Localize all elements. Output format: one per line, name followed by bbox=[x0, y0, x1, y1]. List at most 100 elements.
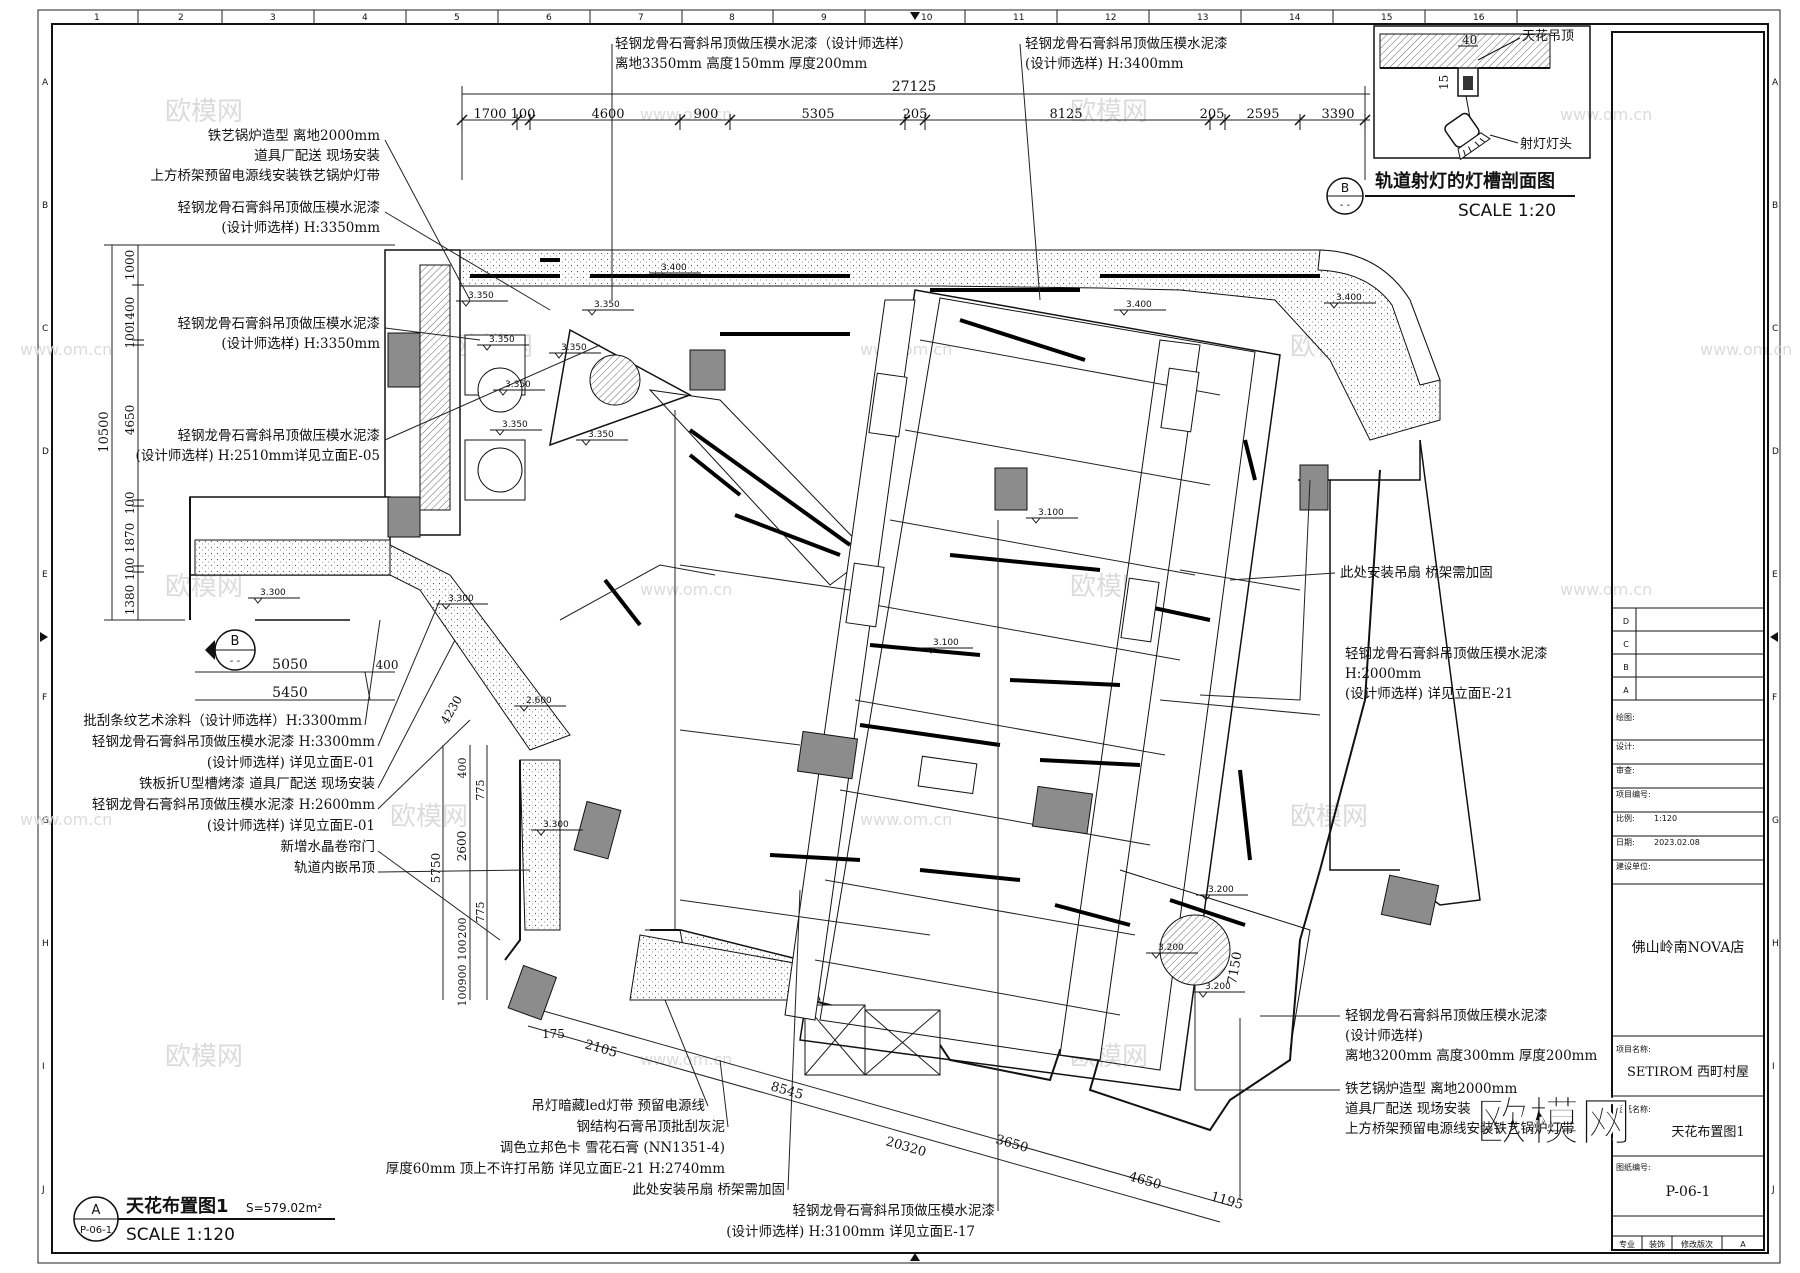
svg-text:10500: 10500 bbox=[97, 411, 112, 452]
svg-text:S=579.02m²: S=579.02m² bbox=[246, 1201, 322, 1215]
grid-letter: J bbox=[41, 1185, 45, 1195]
level-tag: 3.350 bbox=[582, 300, 634, 316]
svg-text:3.350: 3.350 bbox=[505, 380, 531, 390]
svg-text:C: C bbox=[1623, 640, 1629, 649]
svg-text:900: 900 bbox=[694, 107, 719, 122]
plan-outline bbox=[189, 249, 1481, 1132]
svg-text:205: 205 bbox=[903, 107, 928, 122]
grid-letter: F bbox=[1772, 693, 1777, 703]
svg-text:轻钢龙骨石膏斜吊顶做压模水泥漆: 轻钢龙骨石膏斜吊顶做压模水泥漆 bbox=[1025, 35, 1228, 52]
level-tag: 3.200 bbox=[1146, 943, 1198, 959]
svg-text:日期:: 日期: bbox=[1616, 838, 1635, 847]
svg-text:绘图:: 绘图: bbox=[1616, 712, 1635, 722]
svg-text:1000: 1000 bbox=[123, 250, 137, 281]
svg-text:27125: 27125 bbox=[892, 79, 937, 95]
svg-text:7150: 7150 bbox=[1225, 950, 1246, 985]
svg-text:40: 40 bbox=[1462, 33, 1477, 47]
svg-text:(设计师选样) H:3350mm: (设计师选样) H:3350mm bbox=[221, 336, 380, 352]
svg-text:天花吊顶: 天花吊顶 bbox=[1522, 28, 1574, 44]
svg-text:(设计师选样) 详见立面E-01: (设计师选样) 详见立面E-01 bbox=[207, 755, 375, 771]
svg-text:- -: - - bbox=[1340, 200, 1351, 211]
svg-text:400: 400 bbox=[456, 758, 469, 779]
svg-text:100: 100 bbox=[456, 940, 469, 961]
grid-letter: J bbox=[1771, 1185, 1775, 1195]
svg-text:5050: 5050 bbox=[272, 657, 308, 673]
svg-text:www.om.cn: www.om.cn bbox=[1560, 580, 1652, 599]
svg-text:200: 200 bbox=[456, 918, 469, 939]
svg-text:审查:: 审查: bbox=[1616, 765, 1635, 775]
grid-number: 5 bbox=[454, 13, 460, 23]
svg-text:吊灯暗藏led灯带 预留电源线: 吊灯暗藏led灯带 预留电源线 bbox=[531, 1098, 705, 1114]
svg-text:2600: 2600 bbox=[455, 831, 469, 862]
level-tag: 3.350 bbox=[576, 430, 628, 446]
svg-text:3.300: 3.300 bbox=[543, 820, 569, 830]
grid-number: 6 bbox=[546, 13, 552, 23]
level-tag: 3.200 bbox=[1193, 982, 1245, 998]
svg-text:3.350: 3.350 bbox=[502, 420, 528, 430]
grid-number: 2 bbox=[178, 13, 184, 23]
svg-text:1400: 1400 bbox=[123, 297, 137, 328]
svg-text:专业: 专业 bbox=[1619, 1239, 1635, 1249]
svg-text:P-06-1: P-06-1 bbox=[1666, 1184, 1711, 1200]
svg-text:100: 100 bbox=[456, 986, 469, 1007]
grid-letter: E bbox=[42, 570, 48, 580]
sheet-border bbox=[37, 9, 1781, 1264]
svg-text:轻钢龙骨石膏斜吊顶做压模水泥漆: 轻钢龙骨石膏斜吊顶做压模水泥漆 bbox=[178, 427, 381, 444]
svg-text:4650: 4650 bbox=[123, 405, 137, 436]
svg-text:轻钢龙骨石膏斜吊顶做压模水泥漆: 轻钢龙骨石膏斜吊顶做压模水泥漆 bbox=[178, 315, 381, 332]
grid-number: 13 bbox=[1197, 13, 1208, 23]
level-tag: 3.350 bbox=[477, 335, 529, 351]
svg-text:上方桥架预留电源线安装铁艺锅炉灯带: 上方桥架预留电源线安装铁艺锅炉灯带 bbox=[1345, 1121, 1575, 1137]
svg-text:新增水晶卷帘门: 新增水晶卷帘门 bbox=[281, 839, 376, 855]
svg-text:- -: - - bbox=[230, 656, 241, 667]
svg-text:欧模网: 欧模网 bbox=[165, 1042, 243, 1072]
svg-text:3.400: 3.400 bbox=[661, 263, 687, 273]
grid-number: 4 bbox=[362, 13, 368, 23]
svg-text:(设计师选样) H:3400mm: (设计师选样) H:3400mm bbox=[1025, 56, 1184, 72]
svg-text:3650: 3650 bbox=[994, 1132, 1030, 1156]
level-tag: 3.200 bbox=[1196, 885, 1248, 901]
svg-text:205: 205 bbox=[1200, 107, 1225, 122]
grid-number: 14 bbox=[1289, 13, 1301, 23]
level-tag: 3.400 bbox=[649, 263, 701, 279]
svg-text:775: 775 bbox=[474, 780, 487, 801]
svg-text:射灯灯头: 射灯灯头 bbox=[1520, 136, 1572, 152]
grid-number: 8 bbox=[729, 13, 735, 23]
svg-text:铁艺锅炉造型 离地2000mm: 铁艺锅炉造型 离地2000mm bbox=[208, 127, 380, 144]
svg-text:1195: 1195 bbox=[1209, 1189, 1245, 1213]
grid-number: 11 bbox=[1013, 13, 1024, 23]
svg-text:www.om.cn: www.om.cn bbox=[20, 340, 112, 359]
level-tag: 3.350 bbox=[490, 420, 542, 436]
svg-text:2.600: 2.600 bbox=[526, 696, 552, 706]
svg-text:100: 100 bbox=[511, 107, 536, 122]
svg-text:100: 100 bbox=[123, 326, 137, 349]
svg-text:A: A bbox=[92, 1203, 101, 1218]
ceiling-levels: 3.4003.3503.3503.3503.3503.3503.3503.350… bbox=[248, 263, 1376, 998]
svg-text:400: 400 bbox=[376, 658, 399, 672]
level-tag: 3.300 bbox=[248, 588, 300, 604]
svg-text:装饰: 装饰 bbox=[1649, 1239, 1665, 1249]
plan-title: A P-06-1 天花布置图1 S=579.02m² SCALE 1:120 bbox=[73, 1195, 335, 1245]
svg-text:100: 100 bbox=[123, 558, 137, 581]
svg-text:厚度60mm 顶上不许打吊筋 详见立面E-21 H:2740: 厚度60mm 顶上不许打吊筋 详见立面E-21 H:2740mm bbox=[386, 1160, 725, 1177]
svg-text:(设计师选样) H:3350mm: (设计师选样) H:3350mm bbox=[221, 220, 380, 236]
svg-text:4230: 4230 bbox=[438, 693, 465, 726]
svg-text:3.200: 3.200 bbox=[1208, 885, 1234, 895]
section-detail: 40 15 天花吊顶 射灯灯头 B - - 轨道射灯的灯槽剖面图 SCALE 1… bbox=[1326, 25, 1591, 221]
svg-text:图纸编号:: 图纸编号: bbox=[1616, 1162, 1651, 1172]
corner-watermark-logo: 欧模网 bbox=[1476, 1093, 1632, 1153]
grid-number: 7 bbox=[638, 13, 644, 23]
svg-text:B: B bbox=[231, 634, 240, 649]
svg-text:图纸名称:: 图纸名称: bbox=[1616, 1104, 1651, 1114]
svg-text:建设单位:: 建设单位: bbox=[1616, 861, 1651, 871]
grid-number: 10 bbox=[921, 13, 933, 23]
svg-text:轨道射灯的灯槽剖面图: 轨道射灯的灯槽剖面图 bbox=[1375, 170, 1555, 192]
svg-text:比例:: 比例: bbox=[1616, 813, 1635, 823]
grid-letter: D bbox=[1772, 447, 1779, 457]
svg-text:佛山岭南NOVA店: 佛山岭南NOVA店 bbox=[1632, 940, 1745, 956]
grid-number: 15 bbox=[1381, 13, 1392, 23]
svg-text:轻钢龙骨石膏斜吊顶做压模水泥漆: 轻钢龙骨石膏斜吊顶做压模水泥漆 bbox=[1345, 1007, 1548, 1024]
svg-text:A: A bbox=[1740, 1240, 1746, 1249]
svg-text:A: A bbox=[1623, 686, 1629, 695]
